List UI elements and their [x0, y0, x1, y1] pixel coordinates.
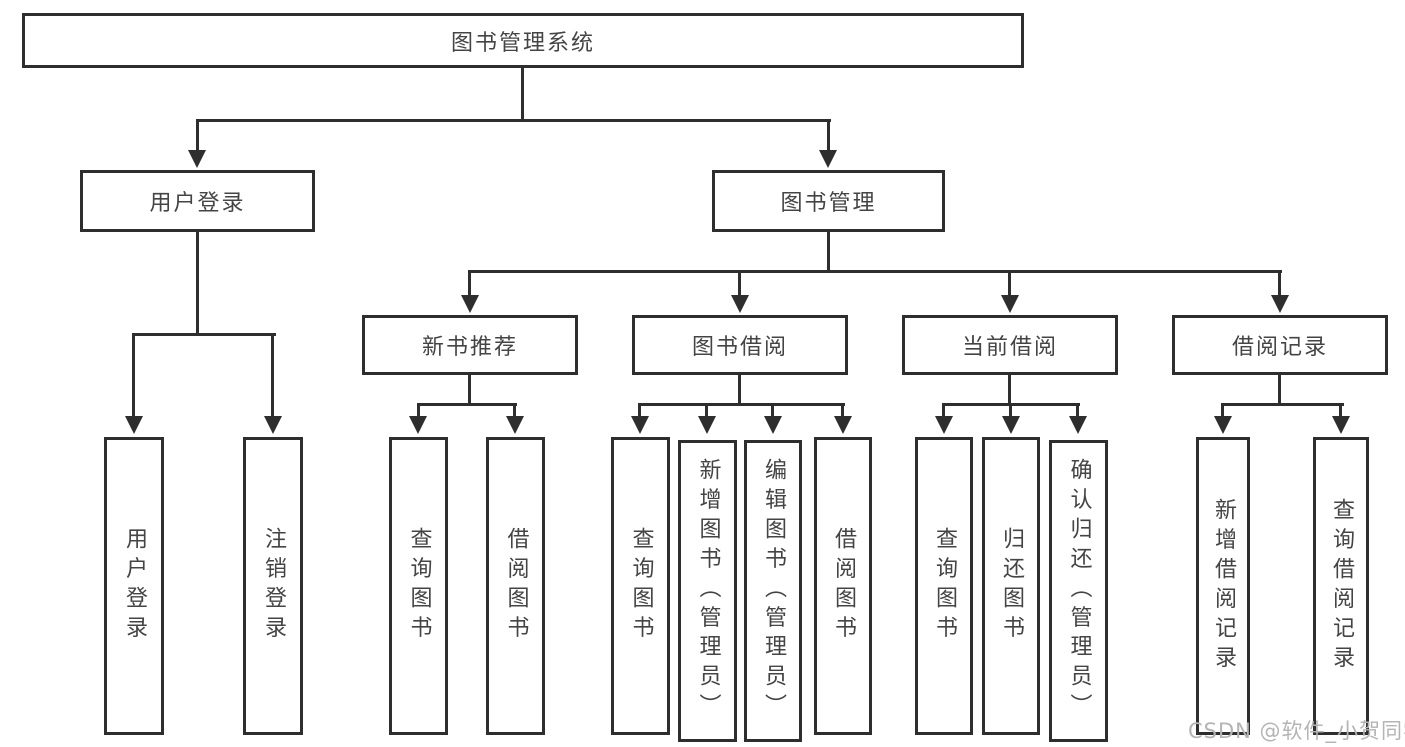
leaf-logout-login: 注销登录	[243, 437, 303, 735]
leaf-records-add-record: 新增借阅记录	[1196, 437, 1250, 735]
connector-vline	[705, 403, 708, 418]
leaf-borrow-add-books-admin: 新增图书（管理员）	[678, 440, 737, 742]
arrow-down-icon	[731, 295, 749, 313]
node-user-login: 用户登录	[80, 170, 315, 232]
connector-vline	[1008, 375, 1011, 406]
connector-vline	[1339, 403, 1342, 418]
connector-vline	[417, 403, 420, 418]
node-book-borrow-label: 图书借阅	[691, 335, 788, 360]
node-current-borrow-label: 当前借阅	[961, 335, 1058, 360]
watermark-text: CSDN @软件_小贺同学	[1188, 719, 1405, 743]
node-new-book-recommend-label: 新书推荐	[421, 335, 518, 360]
node-book-management-label: 图书管理	[780, 191, 877, 216]
connector-vline	[827, 232, 830, 273]
connector-vline	[521, 68, 524, 121]
connector-vline	[942, 403, 945, 418]
arrow-down-icon	[819, 150, 837, 168]
arrow-down-icon	[409, 416, 427, 434]
arrow-down-icon	[834, 416, 852, 434]
leaf-borrow-edit-books-admin-label: 编辑图书（管理员）	[761, 458, 786, 724]
node-book-management: 图书管理	[712, 170, 945, 232]
arrow-down-icon	[1271, 295, 1289, 313]
node-user-login-label: 用户登录	[149, 191, 246, 216]
connector-hline	[638, 403, 845, 406]
leaf-current-return-books: 归还图书	[982, 437, 1040, 735]
root-node-label: 图书管理系统	[450, 30, 595, 56]
leaf-current-query-books-label: 查询图书	[932, 527, 957, 645]
leaf-borrow-query-books: 查询图书	[611, 437, 670, 735]
node-borrow-records: 借阅记录	[1172, 315, 1388, 375]
connector-hline	[417, 403, 517, 406]
connector-hline	[468, 270, 1282, 273]
arrow-down-icon	[935, 416, 953, 434]
arrow-down-icon	[506, 416, 524, 434]
arrow-down-icon	[1214, 416, 1232, 434]
arrow-down-icon	[764, 416, 782, 434]
leaf-logout-login-label: 注销登录	[261, 527, 286, 645]
node-new-book-recommend: 新书推荐	[362, 315, 578, 375]
arrow-down-icon	[1001, 295, 1019, 313]
connector-hline	[132, 333, 276, 336]
connector-vline	[1278, 270, 1281, 298]
connector-vline	[1009, 403, 1012, 418]
leaf-recommend-query-books-label: 查询图书	[406, 527, 432, 645]
connector-vline	[271, 333, 274, 418]
arrow-down-icon	[188, 150, 206, 168]
leaf-borrow-edit-books-admin: 编辑图书（管理员）	[744, 440, 802, 742]
leaf-recommend-query-books: 查询图书	[389, 437, 448, 735]
arrow-down-icon	[698, 416, 716, 434]
watermark: CSDN @软件_小贺同学	[1188, 715, 1405, 745]
arrow-down-icon	[1069, 416, 1087, 434]
connector-vline	[1008, 270, 1011, 298]
leaf-recommend-borrow-books: 借阅图书	[486, 437, 545, 735]
connector-vline	[841, 403, 844, 418]
arrow-down-icon	[1332, 416, 1350, 434]
leaf-user-login-label: 用户登录	[122, 527, 147, 645]
connector-vline	[1076, 403, 1079, 418]
connector-vline	[738, 270, 741, 298]
connector-vline	[1221, 403, 1224, 418]
connector-vline	[132, 333, 135, 418]
leaf-current-query-books: 查询图书	[915, 437, 973, 735]
connector-vline	[196, 232, 199, 336]
root-node: 图书管理系统	[22, 13, 1024, 68]
leaf-records-query-record-label: 查询借阅记录	[1329, 497, 1354, 675]
arrow-down-icon	[264, 416, 282, 434]
node-current-borrow: 当前借阅	[902, 315, 1118, 375]
arrow-down-icon	[461, 295, 479, 313]
leaf-borrow-borrow-books: 借阅图书	[814, 437, 872, 735]
leaf-borrow-borrow-books-label: 借阅图书	[831, 527, 856, 645]
connector-vline	[468, 375, 471, 406]
connector-vline	[771, 403, 774, 418]
connector-vline	[827, 119, 830, 152]
arrow-down-icon	[125, 416, 143, 434]
leaf-current-confirm-return-admin: 确认归还（管理员）	[1049, 440, 1108, 742]
leaf-records-query-record: 查询借阅记录	[1313, 437, 1369, 735]
connector-hline	[196, 119, 831, 122]
leaf-borrow-query-books-label: 查询图书	[628, 527, 654, 645]
leaf-current-return-books-label: 归还图书	[999, 527, 1024, 645]
leaf-current-confirm-return-admin-label: 确认归还（管理员）	[1066, 458, 1092, 724]
connector-vline	[196, 119, 199, 152]
arrow-down-icon	[631, 416, 649, 434]
node-borrow-records-label: 借阅记录	[1231, 335, 1328, 360]
connector-hline	[1221, 403, 1344, 406]
node-book-borrow: 图书借阅	[632, 315, 848, 375]
leaf-user-login: 用户登录	[104, 437, 164, 735]
leaf-records-add-record-label: 新增借阅记录	[1211, 497, 1236, 675]
connector-vline	[513, 403, 516, 418]
leaf-borrow-add-books-admin-label: 新增图书（管理员）	[695, 458, 721, 724]
arrow-down-icon	[1002, 416, 1020, 434]
connector-vline	[738, 375, 741, 406]
connector-vline	[468, 270, 471, 298]
leaf-recommend-borrow-books-label: 借阅图书	[503, 527, 529, 645]
connector-vline	[1278, 375, 1281, 406]
connector-vline	[638, 403, 641, 418]
